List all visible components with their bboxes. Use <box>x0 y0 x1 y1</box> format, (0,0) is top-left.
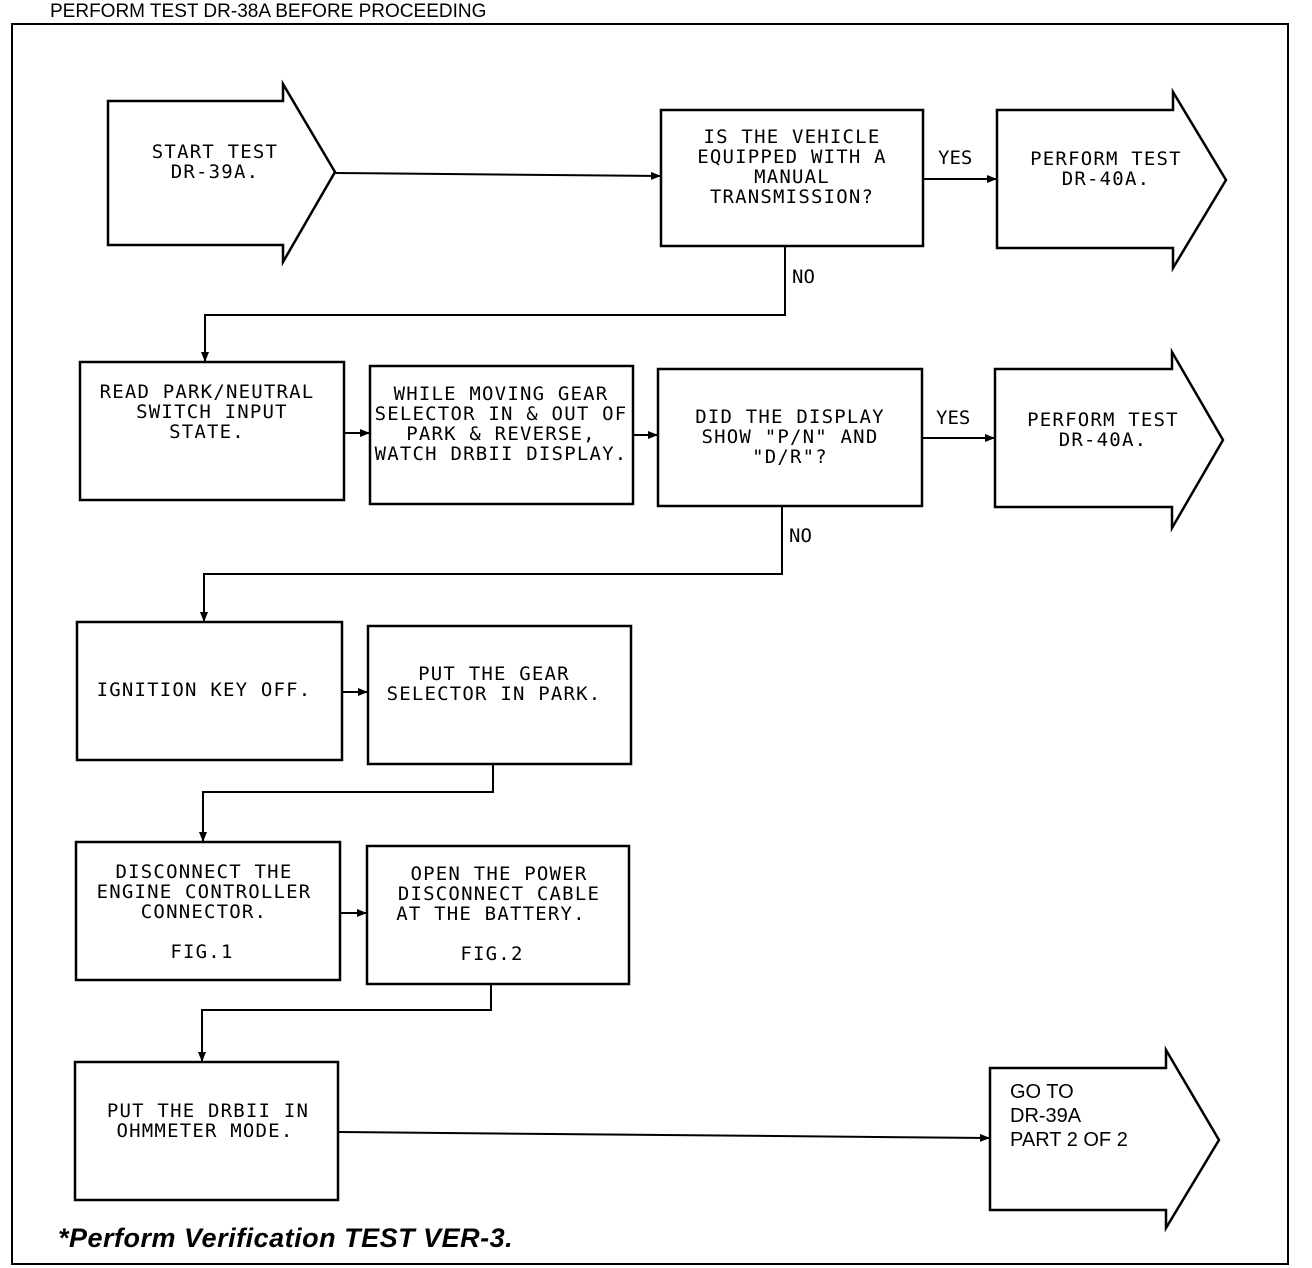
footer-verification-note: *Perform Verification TEST VER-3. <box>58 1223 513 1253</box>
svg-text:IGNITION KEY OFF.: IGNITION KEY OFF. <box>97 679 312 701</box>
no-label: NO <box>792 266 815 288</box>
yes-label: YES <box>936 407 970 429</box>
connector <box>198 984 492 1062</box>
outer-border <box>11 23 1289 1265</box>
step-ignition-key-off: IGNITION KEY OFF. <box>75 620 344 762</box>
connector <box>199 764 494 842</box>
yes-label: YES <box>938 147 972 169</box>
header-note: PERFORM TEST DR-38A BEFORE PROCEEDING <box>50 1 486 22</box>
connector <box>201 246 786 362</box>
connector <box>334 171 661 180</box>
connector <box>337 1131 990 1142</box>
connector <box>200 506 783 622</box>
no-label: NO <box>789 525 812 547</box>
